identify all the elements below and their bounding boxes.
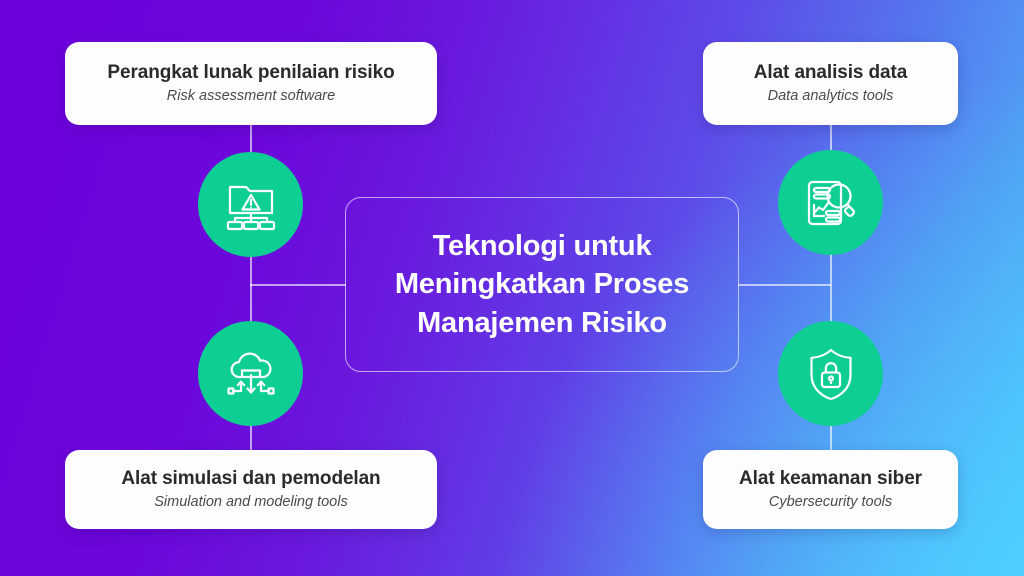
data-analytics-icon [801,173,861,233]
connector-right-vertical-mid [830,254,832,322]
card-title: Alat analisis data [753,61,908,83]
card-subtitle: Risk assessment software [166,88,336,105]
card-subtitle: Data analytics tools [767,88,894,105]
card-data-analytics-tools[interactable]: Alat analisis data Data analytics tools [703,42,958,125]
badge-data-analytics [778,150,883,255]
card-cybersecurity-tools[interactable]: Alat keamanan siber Cybersecurity tools [703,450,958,529]
cloud-simulation-icon [221,344,281,404]
center-topic-title: Teknologi untuk Meningkatkan Proses Mana… [394,230,690,339]
connector-left-vertical-bottom [250,425,252,451]
badge-simulation-modeling [198,321,303,426]
connector-left-vertical-top [250,124,252,156]
connector-left-vertical-mid [250,256,252,322]
card-subtitle: Cybersecurity tools [768,494,893,511]
card-subtitle: Simulation and modeling tools [154,494,348,511]
card-title: Alat keamanan siber [739,467,922,489]
shield-lock-icon [801,344,861,404]
card-title: Alat simulasi dan pemodelan [121,467,381,489]
center-topic-box: Teknologi untuk Meningkatkan Proses Mana… [345,197,739,372]
connector-right-vertical-top [830,124,832,152]
badge-cybersecurity [778,321,883,426]
connector-right-vertical-bottom [830,425,832,451]
card-risk-assessment-software[interactable]: Perangkat lunak penilaian risiko Risk as… [65,42,437,125]
connector-right-horizontal [738,284,831,286]
risk-assessment-icon [221,175,281,235]
card-simulation-modeling-tools[interactable]: Alat simulasi dan pemodelan Simulation a… [65,450,437,529]
card-title: Perangkat lunak penilaian risiko [107,61,395,83]
badge-risk-assessment [198,152,303,257]
connector-left-horizontal [250,284,346,286]
